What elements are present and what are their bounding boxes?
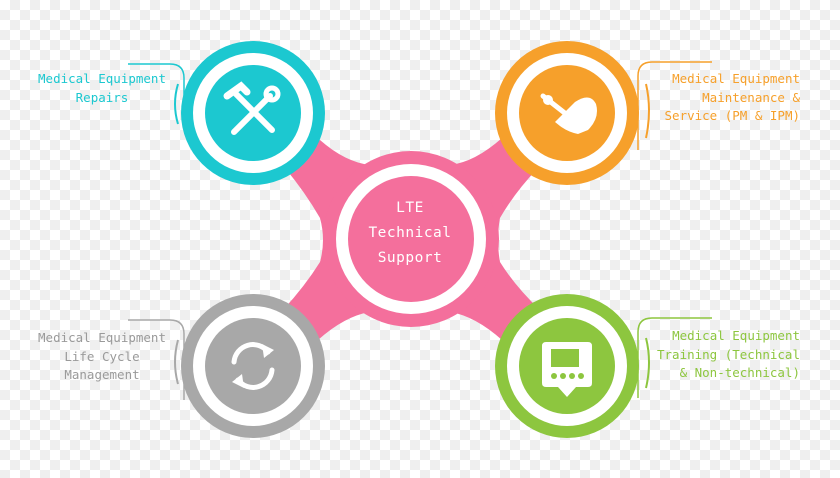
bracket-repairs [128, 63, 185, 128]
center-core [348, 176, 474, 302]
bracket-maintenance-arc [645, 83, 650, 139]
node-training [495, 294, 639, 438]
center-line-3: Support [377, 250, 443, 266]
node-lifecycle [181, 294, 325, 438]
label-training: Medical Equipment Training (Technical & … [600, 327, 800, 383]
center-label: LTE Technical Support [350, 196, 470, 271]
label-training-line-3: & Non-technical) [679, 365, 800, 380]
label-repairs: Medical Equipment Repairs [2, 70, 202, 107]
label-lifecycle: Medical Equipment Life Cycle Management [2, 329, 202, 385]
label-training-line-1: Medical Equipment [672, 328, 800, 343]
label-lifecycle-line-3: Management [64, 367, 140, 382]
label-repairs-line-1: Medical Equipment [38, 71, 166, 86]
center-line-1: LTE [396, 200, 424, 216]
presentation-board-icon [542, 342, 592, 397]
hand-tools-icon [540, 93, 597, 134]
bracket-training [637, 317, 712, 398]
label-maintenance-line-3: Service (PM & IPM) [664, 108, 800, 123]
cycle-arrows-icon [231, 342, 275, 390]
bracket-lifecycle [128, 319, 185, 400]
label-lifecycle-line-1: Medical Equipment [38, 330, 166, 345]
bracket-training-arc [645, 337, 650, 389]
bracket-maintenance [637, 61, 712, 150]
label-repairs-line-2: Repairs [75, 89, 129, 105]
hammer-wrench-icon [223, 81, 281, 135]
bracket-repairs-arc [174, 83, 179, 125]
label-maintenance-line-1: Medical Equipment [672, 71, 800, 86]
label-maintenance: Medical Equipment Maintenance & Service … [600, 70, 800, 126]
label-lifecycle-line-2: Life Cycle [64, 348, 140, 364]
node-maintenance [495, 41, 639, 185]
center-line-2: Technical [368, 225, 452, 241]
bracket-lifecycle-arc [174, 339, 179, 385]
node-repairs [181, 41, 325, 185]
label-training-line-2: Training (Technical [657, 346, 800, 362]
label-maintenance-line-2: Maintenance & [702, 89, 800, 105]
